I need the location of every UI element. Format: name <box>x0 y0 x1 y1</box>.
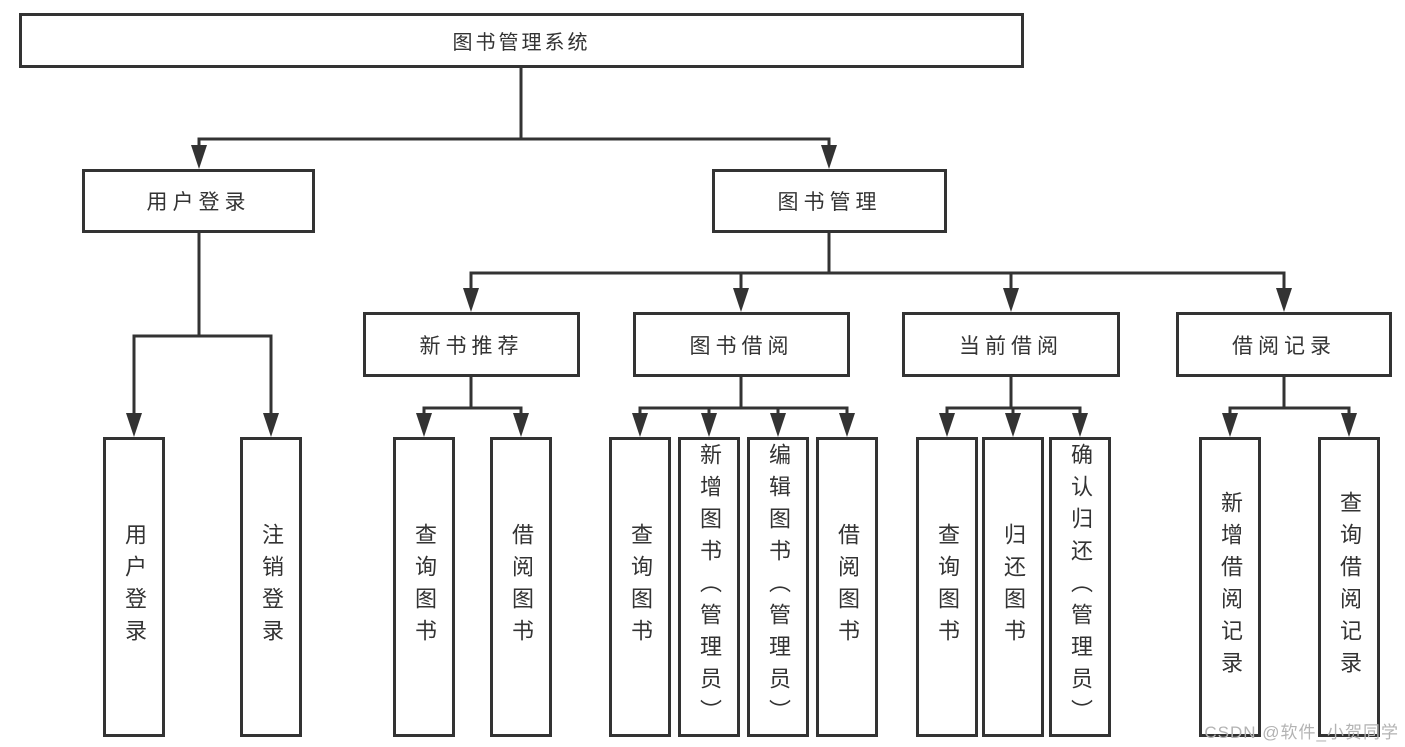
node-book-borrowing: 图书借阅 <box>633 312 850 377</box>
node-label: 图书借阅 <box>689 334 794 358</box>
node-borrowing-records: 借阅记录 <box>1176 312 1392 377</box>
leaf-edit-books-admin: 编辑图书（管理员） <box>747 437 809 737</box>
node-label: 注销登录 <box>259 523 284 651</box>
node-label: 当前借阅 <box>959 334 1063 358</box>
node-label: 用户登录 <box>146 191 251 214</box>
node-current-borrowing: 当前借阅 <box>902 312 1120 377</box>
node-label: 借阅图书 <box>835 523 860 651</box>
leaf-query-books-recommend: 查询图书 <box>393 437 455 737</box>
node-label: 用户登录 <box>122 523 147 651</box>
node-label: 新增图书（管理员） <box>697 443 722 731</box>
node-label: 借阅图书 <box>509 523 534 651</box>
leaf-user-login: 用户登录 <box>103 437 165 737</box>
node-label: 编辑图书（管理员） <box>766 443 791 731</box>
leaf-query-books-borrowing: 查询图书 <box>609 437 671 737</box>
node-label: 图书管理 <box>777 191 882 214</box>
node-label: 归还图书 <box>1001 523 1026 651</box>
node-label: 确认归还（管理员） <box>1068 443 1093 731</box>
node-label: 新书推荐 <box>419 334 524 358</box>
node-book-management: 图书管理 <box>712 169 947 233</box>
node-label: 查询图书 <box>412 523 437 651</box>
csdn-watermark: CSDN @软件_小贺同学 <box>1204 723 1399 742</box>
leaf-query-books-current: 查询图书 <box>916 437 978 737</box>
leaf-query-borrow-record: 查询借阅记录 <box>1318 437 1380 737</box>
leaf-confirm-return-admin: 确认归还（管理员） <box>1049 437 1111 737</box>
leaf-borrow-books-borrowing: 借阅图书 <box>816 437 878 737</box>
node-label: 图书管理系统 <box>452 32 591 54</box>
leaf-borrow-books-recommend: 借阅图书 <box>490 437 552 737</box>
node-library-management-system: 图书管理系统 <box>19 13 1024 68</box>
node-label: 借阅记录 <box>1232 334 1336 358</box>
leaf-add-borrow-record: 新增借阅记录 <box>1199 437 1261 737</box>
node-new-book-recommendation: 新书推荐 <box>363 312 580 377</box>
node-label: 查询借阅记录 <box>1337 491 1362 683</box>
node-user-login: 用户登录 <box>82 169 315 233</box>
node-label: 查询图书 <box>628 523 653 651</box>
node-label: 新增借阅记录 <box>1218 491 1243 683</box>
leaf-logout: 注销登录 <box>240 437 302 737</box>
leaf-add-books-admin: 新增图书（管理员） <box>678 437 740 737</box>
leaf-return-books: 归还图书 <box>982 437 1044 737</box>
node-label: 查询图书 <box>935 523 960 651</box>
